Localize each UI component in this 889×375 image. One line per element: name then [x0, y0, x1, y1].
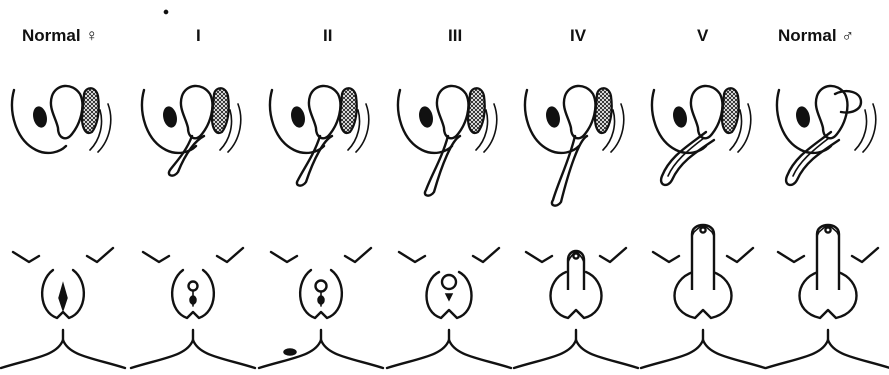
illustration-stage-2: [257, 84, 385, 370]
sagittal-section: [10, 84, 112, 155]
perineal-view: [764, 223, 889, 370]
rectum-mark: [796, 106, 810, 128]
bladder-hatched: [80, 87, 100, 135]
rectum-mark: [419, 106, 433, 128]
label-stage-5: V: [697, 26, 709, 45]
bladder-hatched: [338, 87, 358, 135]
label-stage-3: III: [448, 26, 463, 45]
label-normal-female: Normal ♀: [22, 26, 99, 45]
perineal-view: [257, 246, 385, 370]
sagittal-section: [650, 84, 752, 187]
bladder-hatched: [593, 87, 613, 135]
perineal-view: [0, 246, 127, 370]
rectum-mark: [163, 106, 177, 128]
sagittal-section: [775, 84, 877, 187]
perineal-view: [512, 246, 640, 370]
female-symbol-icon: ♀: [85, 26, 99, 45]
rectum-mark: [673, 106, 687, 128]
male-symbol-icon: ♂: [841, 26, 855, 45]
illustration-stage-3: [385, 84, 513, 370]
stage-column-stage-5: [639, 0, 767, 375]
stage-column-normal-female: [0, 0, 127, 375]
stage-column-stage-1: [129, 0, 257, 375]
perineal-view: [385, 246, 513, 370]
illustration-normal-male: [764, 84, 889, 370]
perineal-view: [129, 246, 257, 370]
illustration-normal-female: [0, 84, 127, 370]
bladder-hatched: [720, 87, 740, 135]
rectum-mark: [546, 106, 560, 128]
rectum-mark: [33, 106, 47, 128]
sagittal-section: [523, 84, 625, 207]
label-normal-male: Normal ♂: [778, 26, 855, 45]
illustration-stage-4: [512, 84, 640, 370]
label-stage-4: IV: [570, 26, 587, 45]
label-stage-2: II: [323, 26, 333, 45]
label-stage-1: I: [196, 26, 201, 45]
perineal-view: [639, 223, 767, 370]
illustration-stage-1: [129, 84, 257, 370]
sagittal-section: [268, 84, 370, 187]
bladder-hatched: [466, 87, 486, 135]
sagittal-section: [140, 84, 242, 177]
bladder-hatched: [210, 87, 230, 135]
stage-column-stage-2: [257, 0, 385, 375]
stage-column-normal-male: [764, 0, 889, 375]
stage-column-stage-3: [385, 0, 513, 375]
stage-column-stage-4: [512, 0, 640, 375]
illustration-stage-5: [639, 84, 767, 370]
sagittal-section: [396, 84, 498, 197]
rectum-mark: [291, 106, 305, 128]
